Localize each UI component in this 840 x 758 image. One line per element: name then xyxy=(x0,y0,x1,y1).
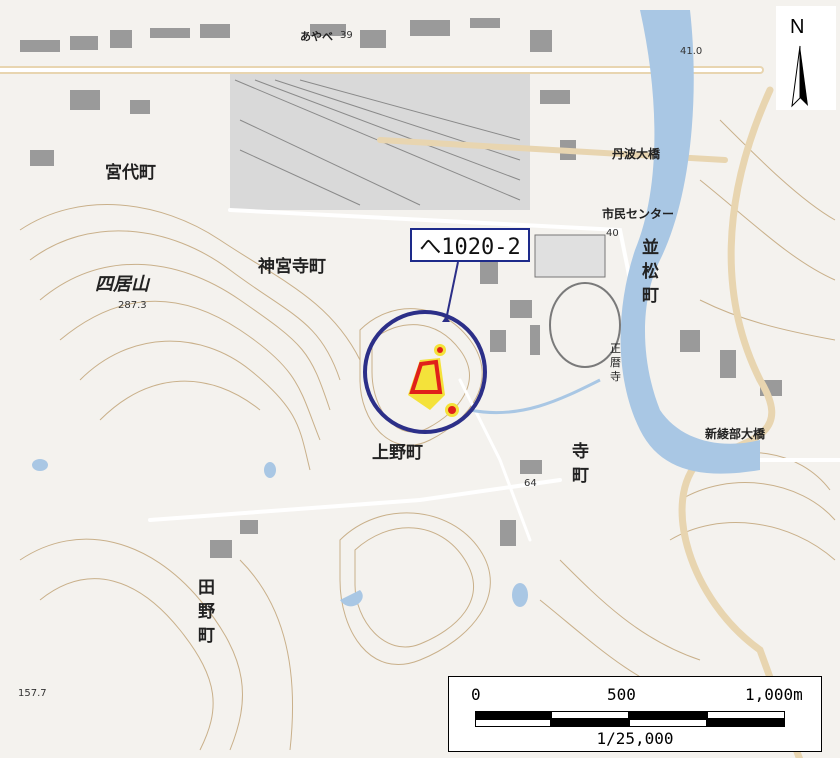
label-elev-40: 40 xyxy=(606,228,619,239)
label-ueno: 上野町 xyxy=(372,443,423,463)
scale-seg-4 xyxy=(707,711,785,719)
arrow-head-icon xyxy=(442,316,450,322)
site-marker xyxy=(363,261,487,434)
stadium xyxy=(534,234,621,368)
north-arrow: N xyxy=(776,6,836,110)
label-elev-41: 41.0 xyxy=(680,46,702,57)
site-outline xyxy=(409,359,443,394)
label-elev-157: 157.7 xyxy=(18,688,47,699)
label-shiguzan: 四居山 xyxy=(95,274,151,295)
label-tanba-ohashi: 丹波大橋 xyxy=(612,146,661,161)
scale-seg-6 xyxy=(551,719,629,727)
scale-tick-500: 500 xyxy=(607,685,636,704)
north-arrow-icon xyxy=(791,45,808,108)
scale-seg-3 xyxy=(629,711,707,719)
label-shin-ayabe-ohashi: 新綾部大橋 xyxy=(705,426,766,441)
scale-tick-0: 0 xyxy=(471,685,481,704)
scale-bar: 0 500 1,000m 1/25,000 xyxy=(448,676,822,752)
scale-seg-2 xyxy=(551,711,629,719)
label-tera: 寺町 xyxy=(572,442,589,486)
label-jinguji: 神宮寺町 xyxy=(258,256,326,277)
scale-seg-5 xyxy=(475,719,551,727)
rivers xyxy=(32,10,760,607)
urban-area xyxy=(20,18,782,558)
label-tano: 田野町 xyxy=(198,578,215,646)
label-shiguzan-elev: 287.3 xyxy=(118,300,147,311)
label-namimatsu: 並松町 xyxy=(642,238,659,306)
north-label: N xyxy=(790,16,805,38)
scale-seg-1 xyxy=(475,711,551,719)
parcel-callout: へ1020-2 xyxy=(410,228,530,262)
scale-seg-7 xyxy=(629,719,707,727)
site-circle xyxy=(363,310,487,434)
label-elev-64: 64 xyxy=(524,478,537,489)
scale-tick-1000: 1,000m xyxy=(745,685,803,704)
label-miyashiro: 宮代町 xyxy=(105,162,156,183)
label-shimin-center: 市民センター xyxy=(602,206,674,221)
scale-ratio: 1/25,000 xyxy=(596,729,674,748)
scale-seg-8 xyxy=(707,719,785,727)
label-ayabe: あやべ xyxy=(300,30,333,43)
label-shoreki-ji: 正暦寺 xyxy=(610,342,621,383)
label-route-39: 39 xyxy=(340,30,353,41)
place-labels: 宮代町 四居山 287.3 神宮寺町 上野町 あやべ 丹波大橋 市民センター 新… xyxy=(18,30,766,699)
callout-leader xyxy=(445,261,459,321)
